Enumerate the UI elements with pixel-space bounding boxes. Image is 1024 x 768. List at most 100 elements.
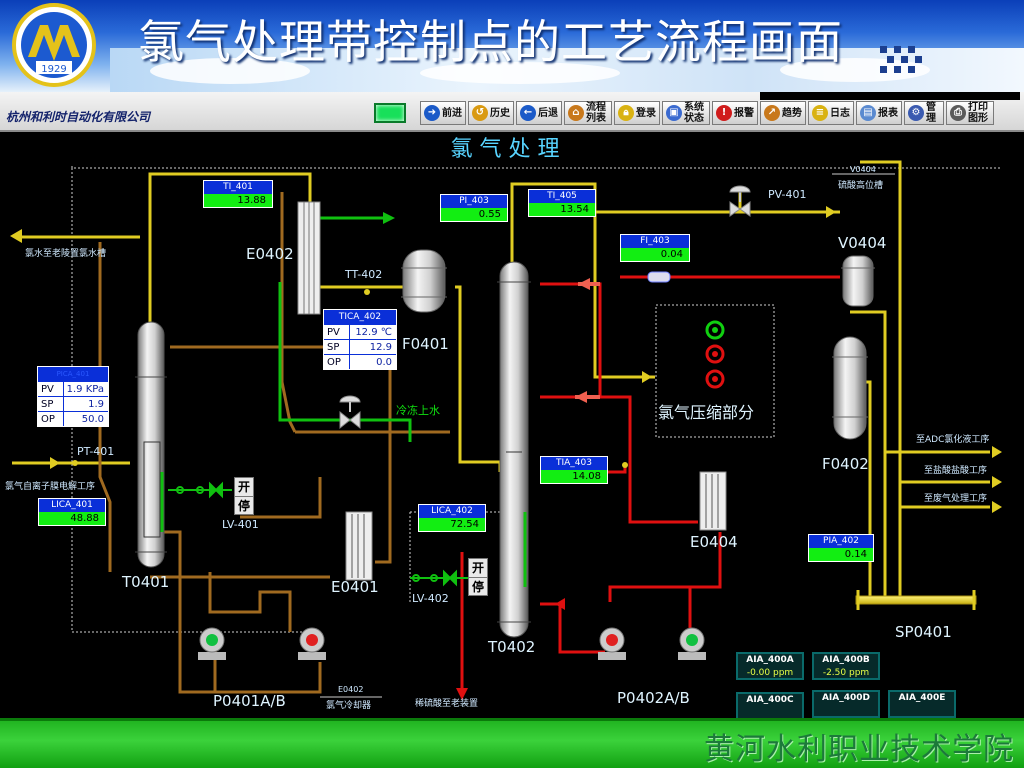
forward-arrow-icon: ➜: [424, 105, 440, 121]
open-button-LV-401[interactable]: 开: [237, 480, 250, 494]
pica-401-pv: 1.9 KPa: [66, 384, 104, 395]
valve-LV-402: [410, 569, 470, 587]
note-acid-tank-tag: V0404: [850, 165, 876, 174]
switch-LV-401: 开 停: [234, 477, 254, 515]
label-LV-401: LV-401: [222, 518, 259, 531]
system-status-icon: ▣: [666, 105, 682, 121]
report-icon: ▤: [860, 105, 876, 121]
history-icon: ↺: [472, 105, 488, 121]
stop-button-LV-401[interactable]: 停: [235, 496, 253, 514]
hmi-screen: 杭州和利时自动化有限公司 ➜前进 ↺历史 ←后退 ⌂流程列表 🔒︎登录 ▣系统状…: [0, 92, 1024, 718]
label-LV-402: LV-402: [412, 592, 449, 605]
toolbar-button-history[interactable]: ↺历史: [468, 101, 514, 125]
note-acid-tank: 硫酸高位槽: [838, 181, 884, 191]
pump-P0402A: [598, 627, 626, 660]
school-logo: 1929: [12, 3, 96, 87]
school-name: 黄河水利职业技术学院: [704, 732, 1014, 767]
column-T0401: [135, 321, 167, 568]
label-F0402: F0402: [822, 455, 869, 473]
arrow-left-icon: [555, 598, 565, 610]
pump-P0401A: [198, 627, 226, 660]
screen-title: 氯 气 处 理: [451, 137, 560, 162]
exchanger-E0402: [297, 201, 321, 315]
status-indicator: [374, 103, 406, 123]
label-PT-401: PT-401: [77, 445, 115, 458]
tank-V0404: [841, 255, 875, 307]
flow-meter: [647, 271, 671, 283]
alarm-icon: !: [716, 105, 732, 121]
analyzer-AIA_400E[interactable]: AIA_400E: [888, 690, 956, 718]
note-cooler-tag: E0402: [338, 685, 364, 694]
toolbar-button-print[interactable]: ⎙打印图形: [946, 101, 994, 125]
toolbar-button-login[interactable]: 🔒︎登录: [614, 101, 660, 125]
instrument-point: [364, 289, 370, 295]
toolbar-button-report[interactable]: ▤报表: [856, 101, 902, 125]
note-to-exhaust: 至废气处理工序: [924, 494, 988, 504]
header-cloud: [420, 62, 620, 84]
label-P0401: P0401A/B: [213, 692, 286, 710]
arrow-left-icon: [10, 229, 22, 243]
analyzer-AIA_400A[interactable]: AIA_400A-0.00 ppm: [736, 652, 804, 680]
note-dilute-acid: 稀硫酸至老装置: [415, 699, 479, 709]
toolbar-button-back[interactable]: ←后退: [516, 101, 562, 125]
toolbar-button-flow-list[interactable]: ⌂流程列表: [564, 101, 612, 125]
analyzer-AIA_400D[interactable]: AIA_400D: [812, 690, 880, 718]
label-T0401: T0401: [122, 573, 170, 591]
toolbar-button-manage[interactable]: ⚙管理: [904, 101, 944, 125]
pica-401-op: 50.0: [81, 414, 104, 425]
logo-year: 1929: [41, 64, 66, 75]
tica-402-pv: 12.9 ℃: [355, 327, 392, 338]
note-to-adc: 至ADC氯化液工序: [916, 435, 990, 445]
open-button-LV-402[interactable]: 开: [471, 561, 484, 575]
arrow-right-icon: [992, 476, 1002, 488]
label-SP0401: SP0401: [895, 623, 952, 641]
login-lock-icon: 🔒︎: [618, 105, 634, 121]
trend-icon: ↗: [764, 105, 780, 121]
back-arrow-icon: ←: [520, 105, 536, 121]
log-icon: ≡: [812, 105, 828, 121]
label-E0401: E0401: [331, 578, 379, 596]
exchanger-E0401: [345, 511, 373, 581]
toolbar-button-alarm[interactable]: !报警: [712, 101, 758, 125]
label-compressor-section: 氯气压缩部分: [658, 403, 755, 422]
label-P0402: P0402A/B: [617, 689, 690, 707]
pump-P0402B: [678, 627, 706, 660]
arrow-right-icon: [50, 457, 60, 469]
toolbar-button-system-status[interactable]: ▣系统状态: [662, 101, 710, 125]
arrow-down-icon: [456, 688, 468, 700]
toolbar-buttons: ➜前进 ↺历史 ←后退 ⌂流程列表 🔒︎登录 ▣系统状态 !报警 ↗趋势 ≡日志…: [420, 101, 994, 125]
stop-button-LV-402[interactable]: 停: [469, 577, 487, 595]
tica-402-sp: 12.9: [369, 342, 392, 353]
label-TT-402: TT-402: [345, 268, 383, 281]
chlorine-gas-pipes: [12, 160, 990, 602]
switch-LV-402: 开 停: [468, 558, 488, 596]
label-F0401: F0401: [402, 335, 449, 353]
valve-PV-401: [729, 185, 751, 217]
exchanger-E0404: [699, 471, 727, 531]
vessel-F0402: [832, 336, 868, 440]
analyzer-AIA_400B[interactable]: AIA_400B-2.50 ppm: [812, 652, 880, 680]
valve-LV-401: [168, 481, 232, 499]
slide-header: 1929 氯气处理带控制点的工艺流程画面: [0, 0, 1024, 92]
pica-401-sp: 1.9: [88, 399, 104, 410]
label-V0404: V0404: [838, 234, 887, 252]
analyzer-AIA_400C[interactable]: AIA_400C: [736, 692, 804, 718]
label-E0402: E0402: [246, 245, 294, 263]
toolbar-button-forward[interactable]: ➜前进: [420, 101, 466, 125]
header-cloud: [150, 58, 310, 84]
toolbar-button-trend[interactable]: ↗趋势: [760, 101, 806, 125]
arrow-right-icon: [992, 501, 1002, 513]
SP0401-header-bar: [855, 595, 977, 605]
arrow-right-icon: [642, 371, 652, 383]
toolbar-button-log[interactable]: ≡日志: [808, 101, 854, 125]
